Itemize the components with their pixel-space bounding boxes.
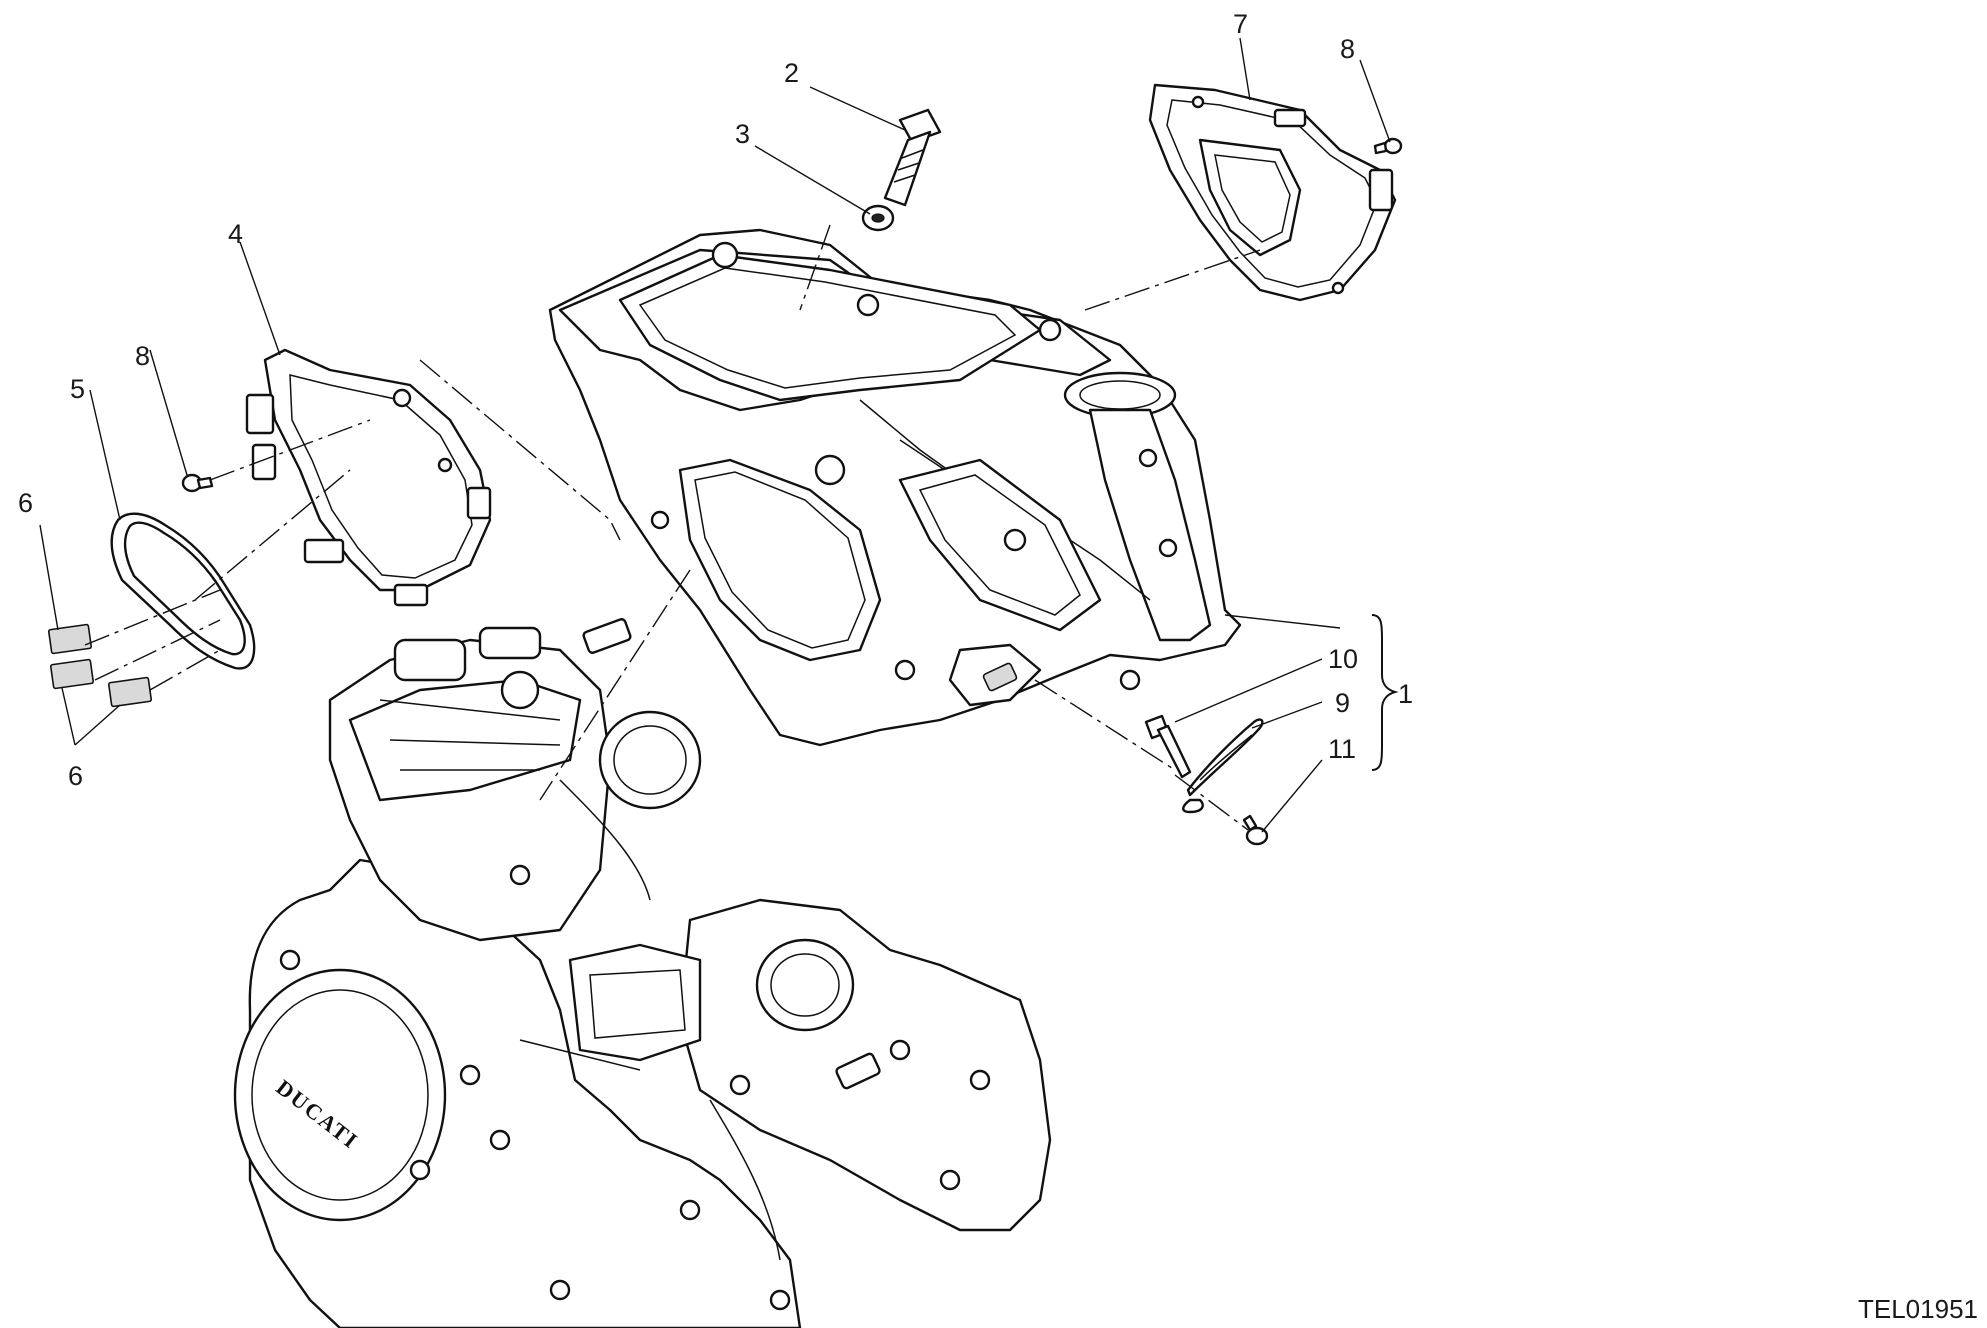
callout-5: 5 (70, 374, 85, 404)
callout-8-left: 8 (135, 341, 150, 371)
clip-bracket-9 (1182, 718, 1264, 814)
callout-leaders (39, 37, 1399, 833)
callout-6-bottom: 6 (68, 761, 83, 791)
callout-10: 10 (1328, 644, 1358, 674)
callout-11: 11 (1328, 734, 1356, 764)
callout-3: 3 (735, 119, 750, 149)
engine-bolt-group (279, 864, 991, 1311)
screw-8-left (181, 473, 214, 493)
callout-6-top: 6 (18, 488, 33, 518)
gasket-ring-5 (110, 512, 256, 670)
assembly-guide-lines (84, 224, 1261, 831)
drawing-reference-code: TEL01951 (1858, 1294, 1978, 1324)
rubber-pads-6 (47, 623, 153, 708)
headlight-bracket-4 (245, 348, 492, 607)
callout-4: 4 (228, 219, 243, 249)
bolt-2 (883, 108, 942, 207)
callout-1: 1 (1398, 679, 1413, 709)
callout-7: 7 (1233, 9, 1248, 39)
airbox-housing-7 (1148, 83, 1397, 302)
callout-8-right: 8 (1340, 34, 1355, 64)
screw-8-right (1373, 137, 1403, 155)
callout-labels: 1 2 3 4 5 6 6 7 8 8 9 10 11 (18, 9, 1413, 791)
frame (548, 228, 1242, 747)
callout-2: 2 (784, 58, 799, 88)
engine-assembly: DUCATI (233, 618, 1052, 1328)
bolt-10 (1144, 714, 1192, 779)
washer-3 (861, 204, 895, 232)
callout-9: 9 (1335, 688, 1350, 718)
